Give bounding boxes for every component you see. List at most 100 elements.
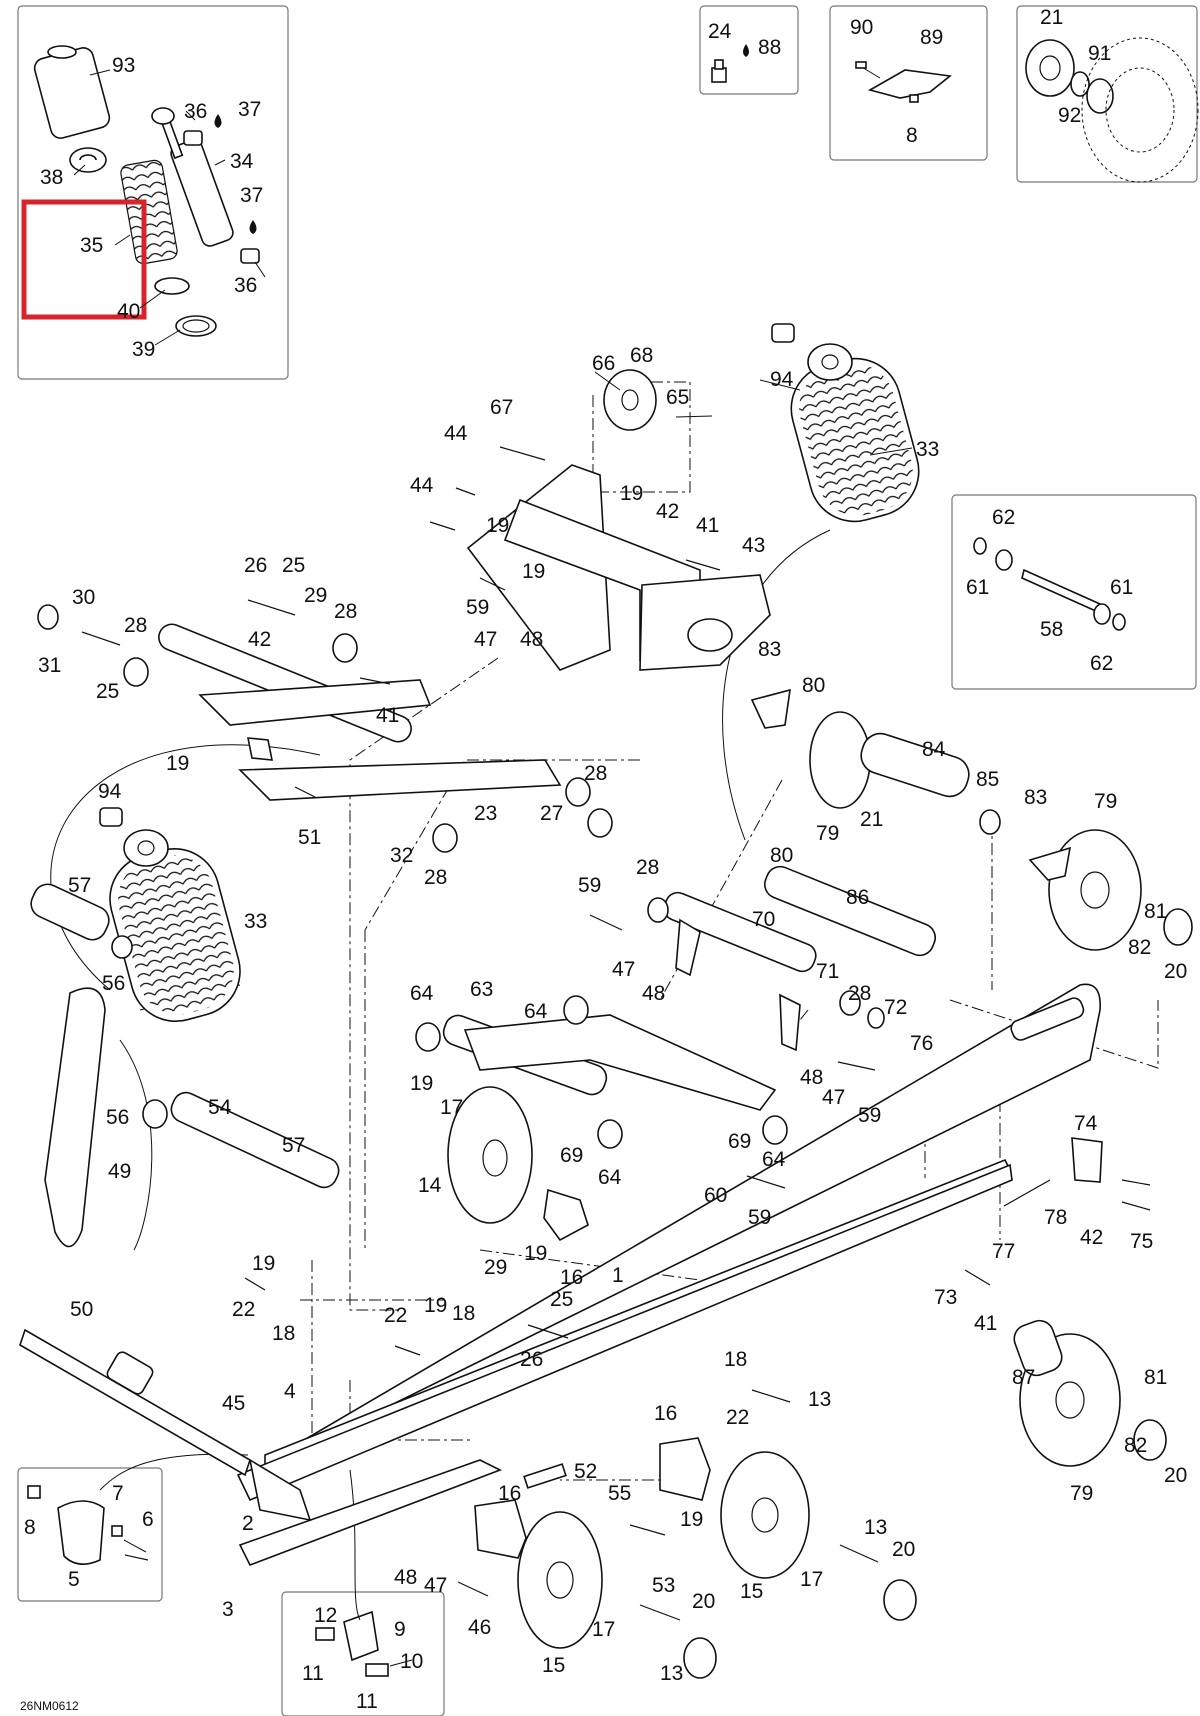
- part-label: 21: [860, 808, 883, 831]
- part-label: 22: [384, 1304, 407, 1327]
- part-label: 1: [612, 1264, 624, 1287]
- part-label: 19: [522, 560, 545, 583]
- part-label: 33: [916, 438, 939, 461]
- part-label: 52: [574, 1460, 597, 1483]
- part-label: 65: [666, 386, 689, 409]
- part-label: 55: [608, 1482, 631, 1505]
- idler-wheel-79-upper: [1028, 829, 1193, 951]
- drawing-code: 26NM0612: [20, 1699, 79, 1713]
- front-swing-arm: [37, 604, 613, 853]
- part-label: 56: [102, 972, 125, 995]
- part-label: 93: [112, 54, 135, 77]
- alignment-lines: [50, 381, 1159, 1621]
- part-label: 20: [1164, 960, 1187, 983]
- part-label: 16: [498, 1482, 521, 1505]
- part-label: 11: [356, 1690, 378, 1713]
- part-label: 8: [24, 1516, 36, 1539]
- part-label: 73: [934, 1286, 957, 1309]
- part-label: 82: [1128, 936, 1151, 959]
- part-label: 91: [1088, 42, 1111, 65]
- part-label: 19: [486, 514, 509, 537]
- part-label: 59: [578, 874, 601, 897]
- part-label: 77: [992, 1240, 1015, 1263]
- part-label: 6: [142, 1508, 154, 1531]
- link-49: [44, 987, 106, 1248]
- part-label: 21: [1040, 6, 1063, 29]
- part-label: 57: [282, 1134, 305, 1157]
- part-label: 63: [470, 978, 493, 1001]
- rear-shock-33-lower: [99, 807, 241, 1023]
- part-label: 48: [394, 1566, 417, 1589]
- part-label: 76: [910, 1032, 933, 1055]
- part-label: 61: [966, 576, 989, 599]
- part-label: 10: [400, 1650, 423, 1673]
- part-label: 29: [484, 1256, 507, 1279]
- part-label: 39: [132, 338, 155, 361]
- part-label: 42: [1080, 1226, 1103, 1249]
- part-label: 62: [1090, 652, 1113, 675]
- part-label: 18: [452, 1302, 475, 1325]
- part-label: 28: [584, 762, 607, 785]
- fasteners: [81, 446, 1151, 1621]
- inset-clip: [281, 1591, 445, 1716]
- part-label: 17: [592, 1618, 615, 1641]
- rear-shock-33-upper: [771, 323, 920, 523]
- part-label: 48: [642, 982, 665, 1005]
- part-label: 9: [394, 1618, 406, 1641]
- part-label: 49: [108, 1160, 131, 1183]
- part-label: 88: [758, 36, 781, 59]
- part-label: 59: [858, 1104, 881, 1127]
- part-label: 31: [38, 654, 61, 677]
- part-label: 19: [620, 482, 643, 505]
- part-label: 94: [770, 368, 794, 391]
- part-label: 40: [117, 300, 140, 323]
- part-label: 20: [1164, 1464, 1187, 1487]
- inset-slider-stopper: [17, 1467, 163, 1602]
- part-label: 80: [770, 844, 793, 867]
- part-label: 12: [314, 1604, 337, 1627]
- part-label: 19: [410, 1072, 433, 1095]
- part-label: 59: [466, 596, 489, 619]
- part-label: 22: [726, 1406, 749, 1429]
- part-label: 56: [106, 1106, 129, 1129]
- part-label: 43: [742, 534, 765, 557]
- part-label: 2: [242, 1512, 254, 1535]
- part-label: 72: [884, 996, 907, 1019]
- part-label: 25: [550, 1288, 573, 1311]
- part-label: 25: [96, 680, 119, 703]
- part-label: 45: [222, 1392, 245, 1415]
- part-label: 19: [680, 1508, 703, 1531]
- part-label: 16: [654, 1402, 677, 1425]
- part-label: 17: [440, 1096, 463, 1119]
- part-label: 28: [334, 600, 357, 623]
- wheel-79-rear: [1013, 1319, 1167, 1467]
- part-label: 83: [1024, 786, 1047, 809]
- part-label: 67: [490, 396, 513, 419]
- part-label: 38: [40, 166, 63, 189]
- part-label: 83: [758, 638, 781, 661]
- part-label: 59: [748, 1206, 771, 1229]
- part-label: 47: [822, 1086, 845, 1109]
- part-label: 44: [444, 422, 468, 445]
- part-label: 92: [1058, 104, 1081, 127]
- part-label: 32: [390, 844, 413, 867]
- part-label: 7: [112, 1482, 124, 1505]
- spring-35-part: [120, 159, 178, 265]
- part-label: 51: [298, 826, 321, 849]
- part-label: 29: [304, 584, 327, 607]
- part-label: 53: [652, 1574, 675, 1597]
- part-label: 19: [166, 752, 189, 775]
- inset-rear-pivot: [951, 494, 1197, 690]
- part-label: 79: [1070, 1482, 1093, 1505]
- part-label: 23: [474, 802, 497, 825]
- inset-bracket: [829, 5, 988, 161]
- part-label: 87: [1012, 1366, 1035, 1389]
- slide-rail-1: [236, 983, 1101, 1502]
- part-label: 28: [424, 866, 447, 889]
- rear-axle-84: [750, 688, 1001, 835]
- part-label: 11: [302, 1662, 324, 1685]
- part-label: 18: [724, 1348, 747, 1371]
- part-label: 81: [1144, 1366, 1167, 1389]
- part-label: 4: [284, 1380, 296, 1403]
- part-label: 22: [232, 1298, 255, 1321]
